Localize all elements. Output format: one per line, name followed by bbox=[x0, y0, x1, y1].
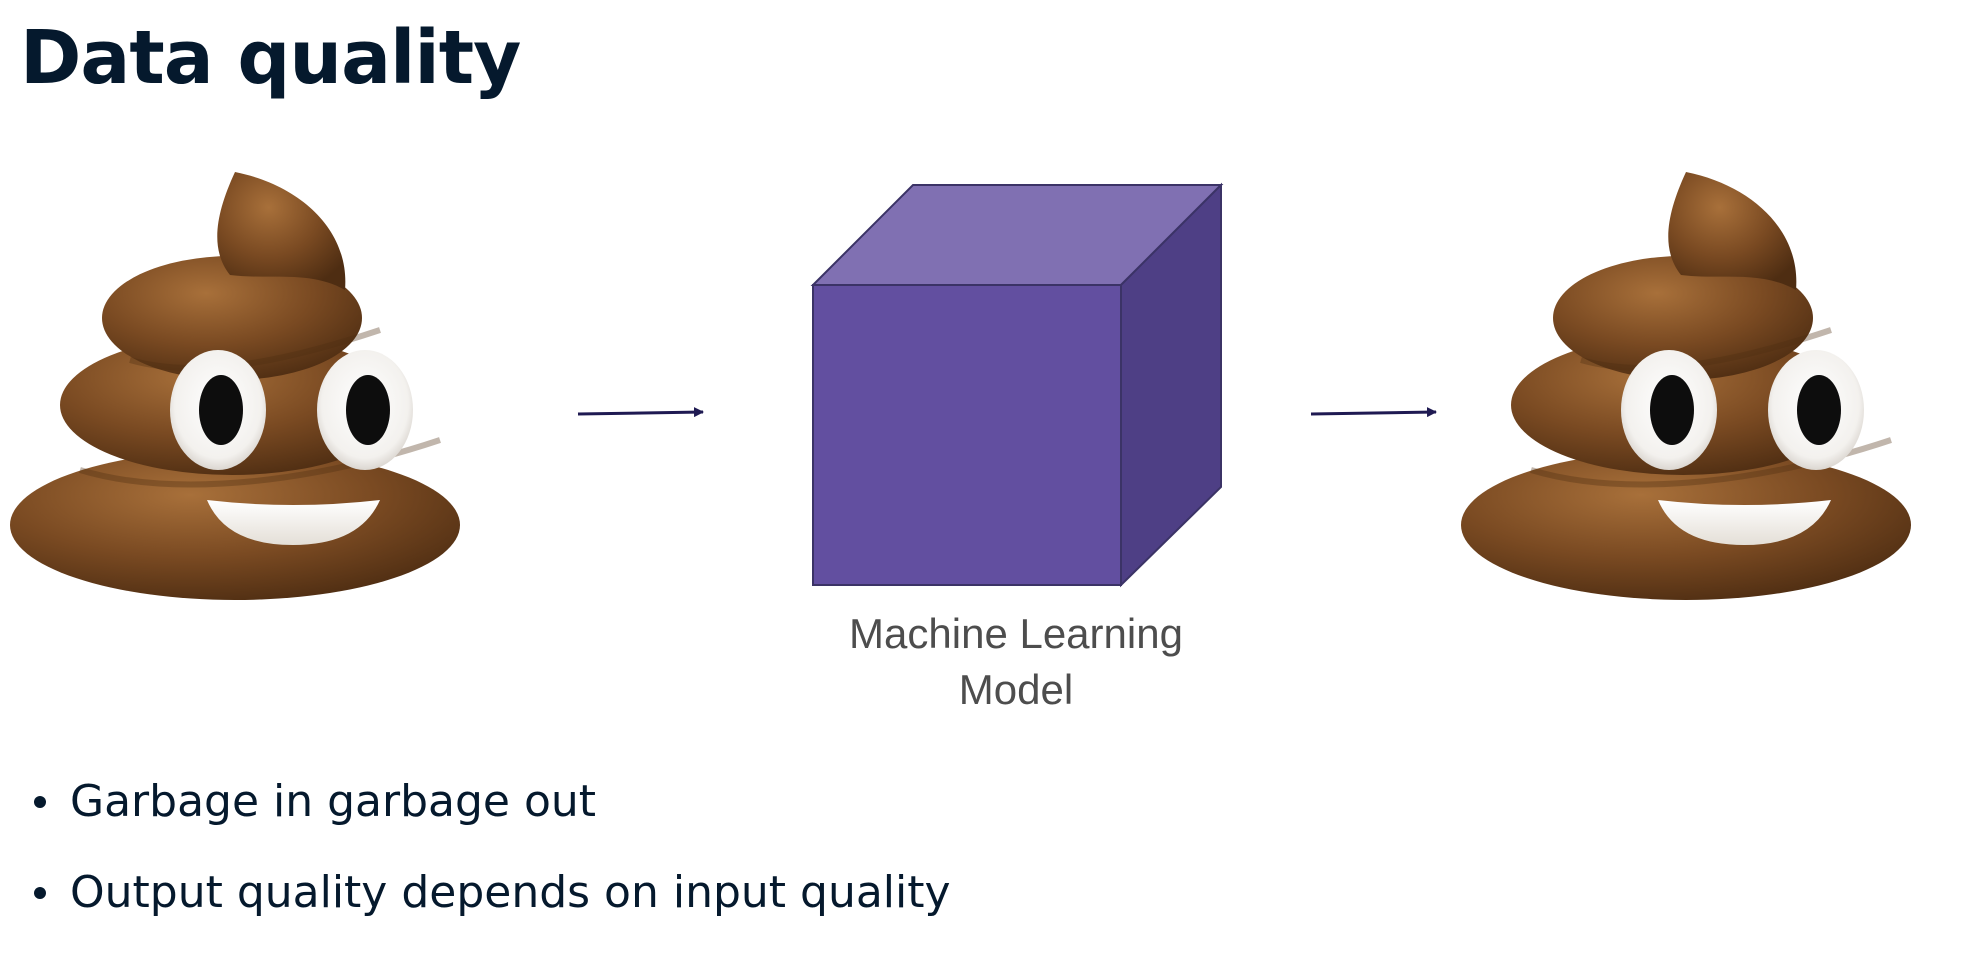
bullet-item: Garbage in garbage out bbox=[0, 775, 951, 829]
bullet-dot-icon bbox=[34, 796, 46, 808]
model-label-line1: Machine Learning bbox=[849, 610, 1183, 657]
input-poo-icon bbox=[10, 172, 460, 600]
model-label-line2: Model bbox=[958, 666, 1074, 713]
arrow-to-output bbox=[1310, 407, 1437, 418]
bullet-text: Output quality depends on input quality bbox=[70, 867, 951, 918]
bullet-item: Output quality depends on input quality bbox=[0, 866, 951, 920]
diagram bbox=[0, 0, 1986, 760]
bullet-dot-icon bbox=[34, 887, 46, 899]
arrow-to-model bbox=[577, 407, 704, 418]
model-cube-icon bbox=[810, 182, 1224, 588]
model-label: Machine Learning Model bbox=[816, 606, 1216, 718]
bullet-text: Garbage in garbage out bbox=[70, 776, 597, 827]
output-poo-icon bbox=[1461, 172, 1911, 600]
slide-title: Data quality bbox=[20, 15, 521, 101]
bullet-list: Garbage in garbage out Output quality de… bbox=[0, 775, 951, 957]
